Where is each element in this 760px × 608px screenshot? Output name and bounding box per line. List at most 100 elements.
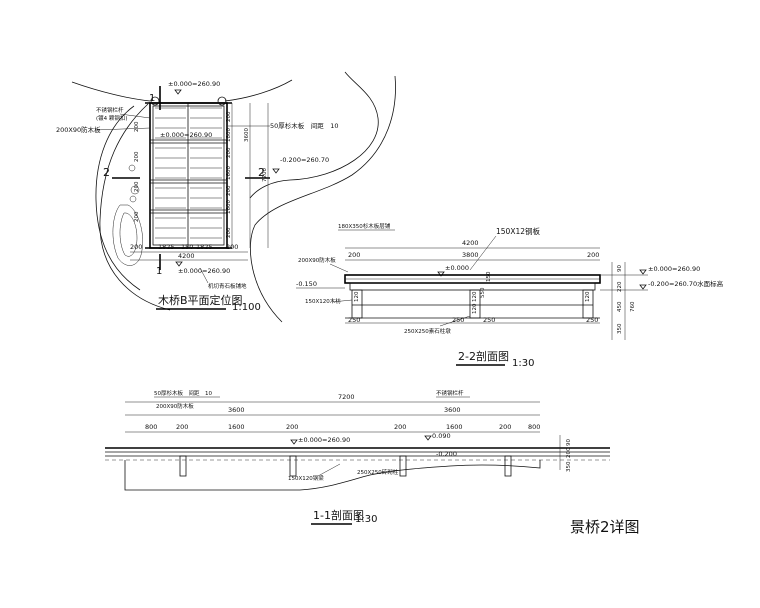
s11-ground-profile [124,460,541,491]
s22-dim-m0: 120 [354,291,360,302]
s22-dim-inner: 3800 [462,251,479,259]
s22-label-steel: 150X12钢板 [496,226,540,236]
s22-label-post: 250X250素石柱墩 [404,327,451,335]
s22-label-board: 200X90防木板 [298,256,336,264]
s11-dim-r2: 1600 [228,423,245,431]
plan-dim-r4: 1600 [226,166,232,180]
s22-label-top-beam: 180X350杉木板层铺 [338,222,391,230]
s22-dim-total: 4200 [462,239,479,247]
plan-dim-r1: 1800 [226,128,232,142]
s22-dim-r1: 220 [617,281,623,292]
s11-post [289,455,297,477]
s11-dim-rr0: 90 [566,439,572,446]
plan-dim-l0: 200 [134,121,140,132]
s22-dim-m1: 120 [472,291,478,302]
s11-post [399,455,407,477]
plan-dim-b2: 150 [181,243,193,251]
plan-elev-bottom: ±0.000=260.90 [178,267,230,275]
rock-outline [112,204,143,266]
s11-post [179,455,187,477]
s11-label-handrail: 不锈钢栏杆 [436,389,464,397]
bridge-deck-inner [152,105,225,246]
plan-dim-r7: 200 [226,227,232,238]
s11-label-zero: ±0.000=260.90 [298,436,350,444]
s22-dim-m2: 120 [585,291,591,302]
s11-dim-half2: 3600 [444,406,461,414]
s22-dim-r2: 450 [617,301,623,312]
plan-label-deck: 50厚杉木板 间距 10 [270,121,339,130]
s11-dim-total: 7200 [338,393,355,401]
plan-view: 1 1 2 2 ±0.000=260.90 ±0.000=260.90 ±0.0… [56,71,396,323]
plan-dim-r2: 200 [226,147,232,158]
s11-dim-r5: 1600 [446,423,463,431]
s22-elev2-symbol [639,284,647,290]
s11-label-post: 250X250砖砌柱 [357,468,399,476]
elev-symbol-bottom [175,261,183,267]
plan-dim-total: 4200 [178,252,195,260]
stone-1 [130,185,140,195]
bridge-deck-plan [149,102,228,249]
section-1-1: 50厚杉木板 间距 10 不锈钢栏杆 7200 3600 3600 200X90… [105,389,610,525]
plan-dim-b1: 1825 [158,243,175,251]
plan-dim-r6: 1600 [226,200,232,214]
s11-dim-r1: 200 [176,423,188,431]
s22-dim-m5: 150 [486,271,492,282]
s22-zero-symbol [437,271,445,277]
plan-dim-b0: 200 [130,243,142,251]
river-edge-left [99,103,171,311]
plan-label-beam: 200X90防木板 [56,125,101,134]
drawing-title: 景桥2详图 [570,518,640,536]
s22-dim-left: 200 [348,251,360,259]
marker-1-bottom: 1 [156,266,162,277]
s11-title: 1-1剖面图 [313,508,364,522]
s11-label-joist: 150X120钢梁 [288,474,324,482]
rock-outline-inner [119,212,138,257]
s11-leader-joist [317,463,341,477]
marker-2-left: 2 [103,166,110,179]
s22-elev2: -0.200=260.70水面标高 [648,279,724,288]
plan-elev-mid: ±0.000=260.90 [160,131,212,139]
leader-beam [94,127,151,131]
s22-leader-steel [469,235,497,271]
s22-label-joist: 150X120木枋 [305,297,341,305]
bank-curve-top [71,81,151,102]
plan-dim-r8: 7200 [262,168,268,182]
plan-scale: 1:100 [232,302,261,313]
plan-dim-l1: 200 [134,151,140,162]
s22-dim-r4: 760 [630,301,636,312]
s22-dim-b3: 250 [586,316,598,324]
s11-dim-r6: 200 [499,423,511,431]
plan-dim-r3: 3600 [244,128,250,142]
plan-label-stone: 机切青石板铺地 [208,282,247,290]
plan-elev-right: -0.200=260.70 [280,156,329,164]
s11-dim-r0: 800 [145,423,157,431]
marker-circle-tl [150,96,160,106]
plan-dim-r5: 200 [226,185,232,196]
s11-dim-r3: 200 [286,423,298,431]
marker-circle-tr [217,96,227,106]
s22-label-zero: ±0.000 [445,264,469,272]
s11-scale: 1:30 [355,514,377,525]
s22-dim-m4: 550 [480,287,486,298]
river-edge-left2 [95,105,141,291]
leader-stone [199,267,209,284]
plan-label-handrail-sub: (镀4 颗钢扣) [96,114,128,122]
plan-dim-r0: 200 [226,111,232,122]
elev-symbol-top [174,89,182,95]
s11-label-deck: 50厚杉木板 间距 10 [154,389,212,397]
s11-zero-symbol [290,439,298,445]
bank-curve-top2 [224,79,293,102]
s11-dim-rr1: 200 [566,447,572,458]
s22-dim-right: 200 [587,251,599,259]
stone-3 [128,164,136,172]
elev-symbol-right [272,168,280,174]
s11-dim-r7: 800 [528,423,540,431]
s11-dim-half1: 3600 [228,406,245,414]
s11-dim-r4: 200 [394,423,406,431]
s11-label-beam: 200X90防木板 [156,402,194,410]
deck-planks [155,107,222,239]
s22-leader-board [329,263,349,273]
s22-elev1-symbol [639,269,647,275]
stone-2 [129,195,137,203]
